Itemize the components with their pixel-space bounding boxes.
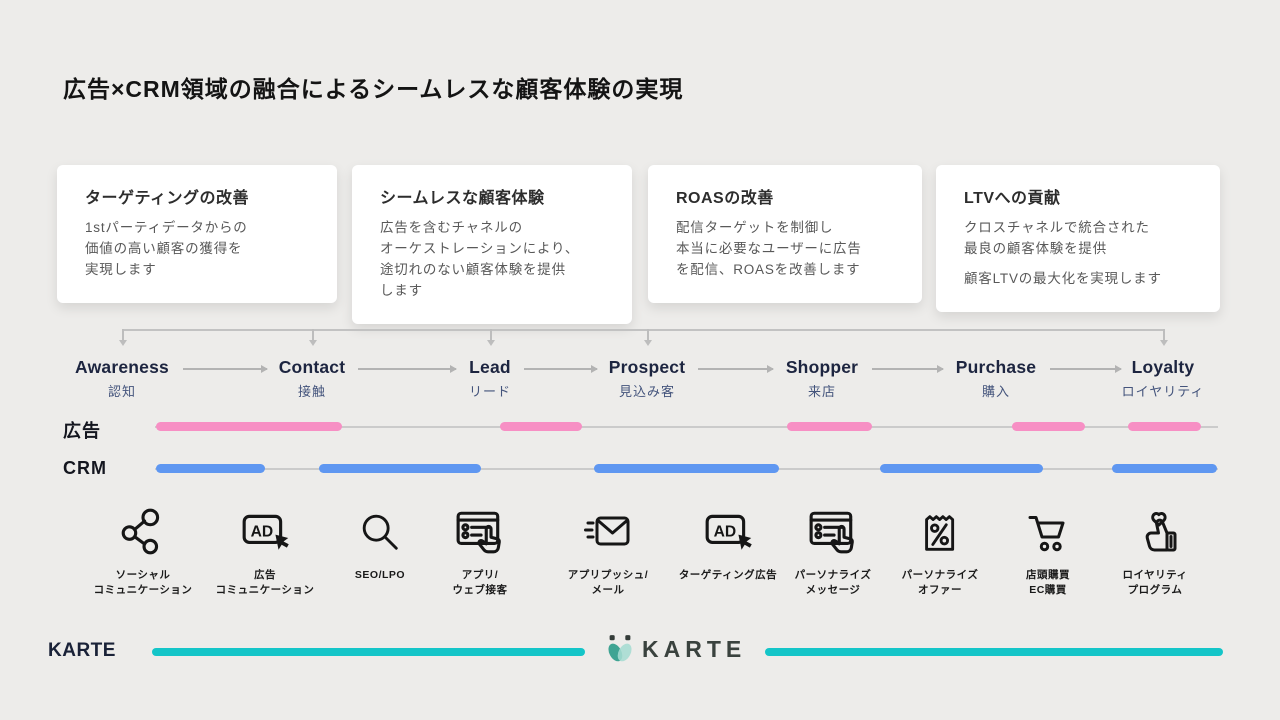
footer-accent-bar-right bbox=[765, 648, 1223, 656]
card-heading: ターゲティングの改善 bbox=[85, 190, 250, 207]
stage-ja: 来店 bbox=[807, 384, 836, 399]
stage-ja: 接触 bbox=[297, 384, 326, 399]
stage-shopper: Shopper 来店 bbox=[747, 357, 897, 400]
ad-coverage-segment bbox=[787, 422, 872, 431]
stage-arrow-icon bbox=[358, 365, 457, 372]
ad-coverage-segment bbox=[500, 422, 582, 431]
channel-store-ec-purchase: 店頭購買 EC購買 bbox=[988, 502, 1108, 597]
channel-label: パーソナライズ オファー bbox=[901, 569, 979, 596]
card-targeting: ターゲティングの改善 1stパーティデータからの 価値の高い顧客の獲得を 実現し… bbox=[57, 165, 337, 303]
page-title: 広告×CRM領域の融合によるシームレスな顧客体験の実現 bbox=[63, 76, 684, 102]
connector-arrow-down bbox=[487, 329, 494, 346]
channel-label: アプリプッシュ/ メール bbox=[567, 569, 649, 596]
card-roas: ROASの改善 配信ターゲットを制御し 本当に必要なユーザーに広告 を配信、RO… bbox=[648, 165, 922, 303]
stage-purchase: Purchase 購入 bbox=[921, 357, 1071, 400]
card-body: 配信ターゲットを制御し 本当に必要なユーザーに広告 を配信、ROASを改善します bbox=[676, 220, 862, 277]
card-heading: ROASの改善 bbox=[676, 190, 774, 207]
stage-ja: 購入 bbox=[981, 384, 1010, 399]
channel-social-communication: ソーシャル コミュニケーション bbox=[83, 502, 203, 597]
footer-page-label: KARTE bbox=[48, 640, 116, 661]
search-icon bbox=[362, 514, 398, 550]
connector-arrow-down bbox=[1160, 329, 1167, 346]
stage-ja: ロイヤリティ bbox=[1121, 384, 1205, 399]
channel-label: ロイヤリティ プログラム bbox=[1122, 569, 1188, 596]
channel-loyalty-program: ロイヤリティ プログラム bbox=[1095, 502, 1215, 597]
card-seamless-cx: シームレスな顧客体験 広告を含むチャネルの オーケストレーションにより、 途切れ… bbox=[352, 165, 632, 324]
channel-label: アプリ/ ウェブ接客 bbox=[452, 569, 508, 596]
stage-arrow-icon bbox=[698, 365, 774, 372]
cart-icon bbox=[1028, 516, 1065, 552]
karte-logo: KARTE bbox=[606, 634, 746, 664]
track-line-ad bbox=[155, 426, 1218, 428]
stage-arrow-icon bbox=[1050, 365, 1122, 372]
card-body: 1stパーティデータからの 価値の高い顧客の獲得を 実現します bbox=[85, 220, 248, 277]
share-icon bbox=[121, 508, 160, 555]
stage-en: Contact bbox=[278, 357, 346, 377]
stage-en: Purchase bbox=[955, 357, 1037, 377]
channel-label: 広告 コミュニケーション bbox=[215, 569, 315, 596]
crm-coverage-segment bbox=[319, 464, 481, 473]
channel-ad-communication: AD 広告 コミュニケーション bbox=[205, 502, 325, 597]
stage-ja: 見込み客 bbox=[618, 384, 675, 399]
crm-coverage-segment bbox=[880, 464, 1043, 473]
stage-contact: Contact 接触 bbox=[237, 357, 387, 400]
stage-ja: 認知 bbox=[107, 384, 136, 399]
push-mail-icon bbox=[584, 516, 630, 546]
crm-coverage-segment bbox=[1112, 464, 1217, 473]
crm-coverage-segment bbox=[594, 464, 779, 473]
card-body: クロスチャネルで統合された 最良の顧客体験を提供 bbox=[964, 220, 1150, 256]
stage-lead: Lead リード bbox=[415, 357, 565, 400]
stage-arrow-icon bbox=[872, 365, 944, 372]
svg-text:AD: AD bbox=[714, 524, 737, 541]
channel-seo-lpo: SEO/LPO bbox=[320, 502, 440, 583]
channel-personalize-message: パーソナライズ メッセージ bbox=[773, 502, 893, 597]
channel-targeting-ad: AD ターゲティング広告 bbox=[668, 502, 788, 583]
stage-ja: リード bbox=[468, 384, 511, 399]
footer-accent-bar-left bbox=[152, 648, 585, 656]
ad-coverage-segment bbox=[156, 422, 342, 431]
personalize-message-icon bbox=[809, 511, 854, 554]
stage-awareness: Awareness 認知 bbox=[47, 357, 197, 400]
karte-logo-icon bbox=[608, 635, 632, 662]
track-label-ad: 広告 bbox=[63, 421, 101, 441]
crm-coverage-segment bbox=[156, 464, 265, 473]
card-ltv: LTVへの貢献 クロスチャネルで統合された 最良の顧客体験を提供 顧客LTVの最… bbox=[936, 165, 1220, 312]
card-body: 広告を含むチャネルの オーケストレーションにより、 途切れのない顧客体験を提供 … bbox=[380, 220, 580, 298]
channel-app-push-mail: アプリプッシュ/ メール bbox=[548, 502, 668, 597]
stage-arrow-icon bbox=[524, 365, 598, 372]
stage-en: Lead bbox=[469, 357, 511, 377]
stage-arrow-icon bbox=[183, 365, 268, 372]
connector-arrow-down bbox=[644, 329, 651, 346]
stage-en: Shopper bbox=[785, 357, 859, 377]
connector-arrow-down bbox=[119, 329, 126, 346]
channel-label: SEO/LPO bbox=[354, 569, 406, 581]
ad-coverage-segment bbox=[1012, 422, 1085, 431]
ad-coverage-segment bbox=[1128, 422, 1201, 431]
channel-label: ターゲティング広告 bbox=[678, 569, 778, 581]
track-label-crm: CRM bbox=[63, 458, 107, 478]
targeting-ad-icon: AD bbox=[705, 514, 752, 550]
thumbs-up-heart-icon bbox=[1145, 512, 1177, 552]
stage-loyalty: Loyalty ロイヤリティ bbox=[1088, 357, 1238, 400]
svg-text:AD: AD bbox=[251, 524, 274, 541]
connector-arrow-down bbox=[309, 329, 316, 346]
channel-label: 店頭購買 EC購買 bbox=[1026, 569, 1070, 596]
card-heading: シームレスな顧客体験 bbox=[380, 190, 545, 207]
card-heading: LTVへの貢献 bbox=[964, 190, 1061, 207]
channel-label: パーソナライズ メッセージ bbox=[794, 569, 872, 596]
web-engagement-icon bbox=[456, 511, 501, 554]
karte-logo-wordmark: KARTE bbox=[642, 635, 747, 662]
channel-app-web-engagement: アプリ/ ウェブ接客 bbox=[420, 502, 540, 597]
channel-label: ソーシャル コミュニケーション bbox=[93, 569, 193, 596]
stage-en: Loyalty bbox=[1131, 357, 1195, 377]
connector-line bbox=[122, 329, 1163, 331]
card-body-2: 顧客LTVの最大化を実現します bbox=[964, 270, 1162, 286]
stage-en: Awareness bbox=[75, 357, 169, 377]
channel-personalize-offer: パーソナライズ オファー bbox=[880, 502, 1000, 597]
coupon-percent-icon bbox=[925, 515, 955, 551]
stage-en: Prospect bbox=[608, 357, 686, 377]
stage-prospect: Prospect 見込み客 bbox=[572, 357, 722, 400]
ad-click-icon: AD bbox=[242, 514, 289, 550]
